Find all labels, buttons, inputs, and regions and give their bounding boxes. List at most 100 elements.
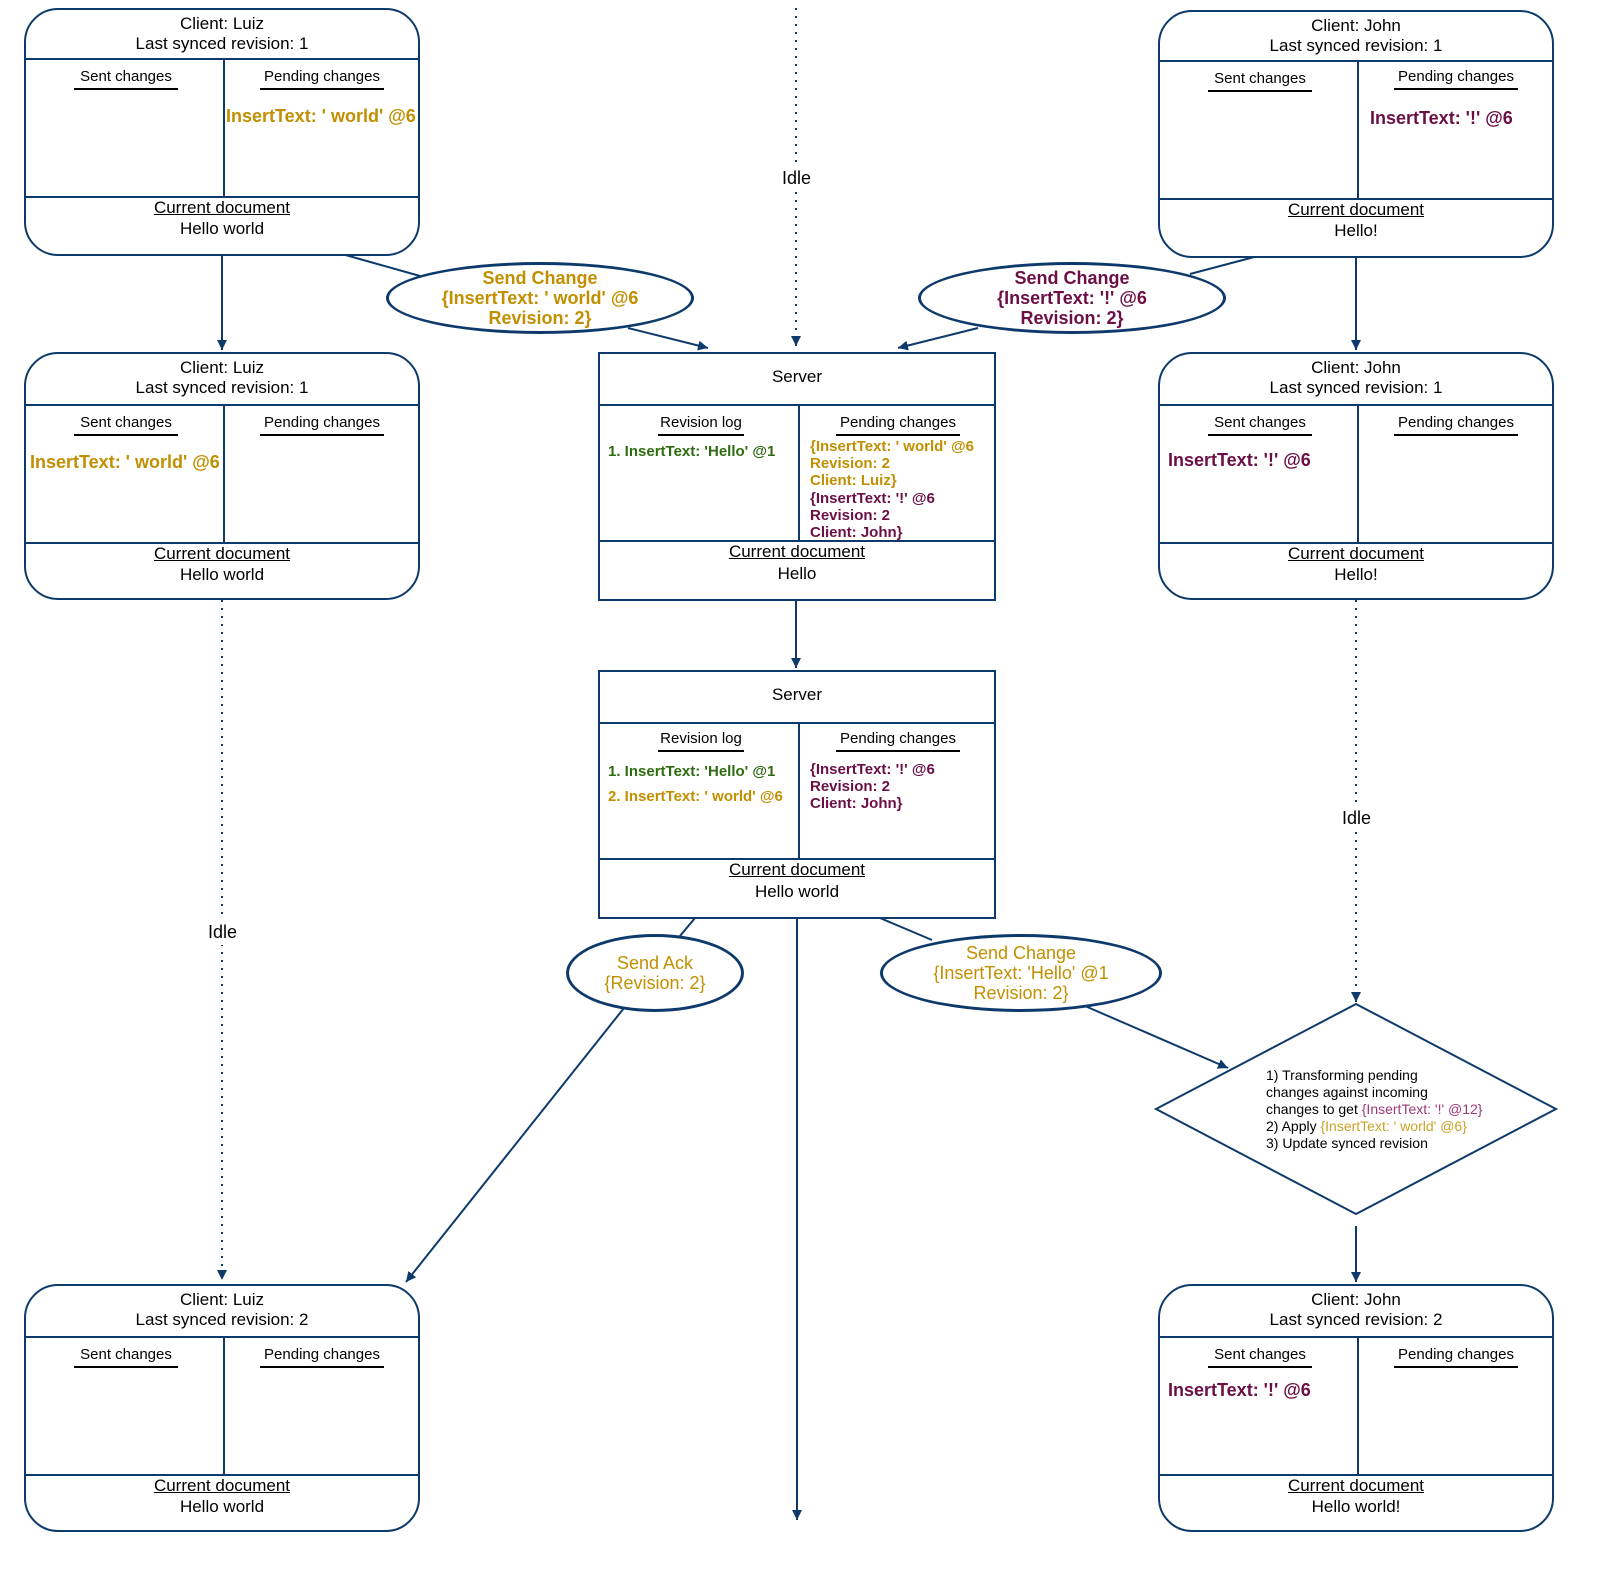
pending-changes-header: Pending changes [1394,414,1518,436]
pending-entry-john-change: {InsertText: '!' @6 [810,761,935,778]
john-state-2: Client: John Last synced revision: 1 Sen… [1158,352,1554,600]
message-title: Send Change [965,943,1077,963]
pending-changes-header: Pending changes [836,730,960,752]
edge-send-diamond [1084,1005,1229,1069]
edge-luiz1-send [341,253,421,277]
divider [223,58,225,196]
server-send-ack-message: Send Ack {Revision: 2} [566,934,744,1012]
divider [26,404,418,406]
luiz-state-3: Client: Luiz Last synced revision: 2 Sen… [24,1284,420,1532]
transform-step-2: 2) Apply {InsertText: ' world' @6} [1266,1118,1467,1134]
luiz-send-change-message: Send Change {InsertText: ' world' @6 Rev… [386,262,694,334]
message-title: Send Ack [616,953,694,973]
current-document-value: Hello world! [1311,1497,1401,1516]
edge-send-server1-luiz [627,327,709,351]
divider [600,404,994,406]
divider [1160,1474,1552,1476]
sent-change-entry: InsertText: '!' @6 [1168,1380,1311,1400]
divider [1160,1336,1552,1338]
divider [26,542,418,544]
current-document-label: Current document [1287,1476,1425,1495]
divider [26,196,418,198]
current-document-label: Current document [728,542,866,561]
transform-step-1-result: changes to get {InsertText: '!' @12} [1266,1101,1483,1117]
client-name: Client: Luiz [179,14,265,33]
pending-change-entry: InsertText: '!' @6 [1370,108,1513,128]
john-state-1: Client: John Last synced revision: 1 Sen… [1158,10,1554,258]
message-revision: Revision: 2} [973,983,1069,1003]
message-title: Send Change [482,268,598,288]
divider [223,404,225,542]
divider [1160,404,1552,406]
pending-changes-header: Pending changes [260,1346,384,1368]
synced-revision: Last synced revision: 1 [1269,36,1443,55]
current-document-label: Current document [153,198,291,217]
pending-change-entry: InsertText: ' world' @6 [226,106,416,126]
divider [600,540,994,542]
current-document-label: Current document [1287,200,1425,219]
idle-label-luiz: Idle [204,920,242,945]
pending-entry-luiz-revision: Revision: 2 [810,455,891,472]
sent-changes-header: Sent changes [74,68,178,90]
john-state-3: Client: John Last synced revision: 2 Sen… [1158,1284,1554,1532]
divider [1357,1336,1359,1474]
transform-steps: 1) Transforming pending changes against … [1266,1067,1482,1152]
sent-changes-header: Sent changes [1208,414,1312,436]
divider [798,722,800,858]
luiz-state-1: Client: Luiz Last synced revision: 1 Sen… [24,8,420,256]
current-document-value: Hello [777,564,817,583]
client-name: Client: Luiz [179,358,265,377]
message-change: {InsertText: '!' @6 [997,288,1147,308]
divider [600,858,994,860]
divider [223,1336,225,1474]
pending-entry-luiz-client: Client: Luiz} [810,472,897,489]
pending-changes-header: Pending changes [260,414,384,436]
pending-changes-header: Pending changes [836,414,960,436]
pending-entry-john-client: Client: John} [810,524,903,541]
server-state-1: Server Revision log Pending changes 1. I… [598,352,996,601]
current-document-label: Current document [153,544,291,563]
idle-label-server: Idle [778,166,816,191]
divider [1160,60,1552,62]
message-change: {InsertText: ' world' @6 [441,288,639,308]
client-name: Client: Luiz [179,1290,265,1309]
edge-john1-send [1189,255,1259,275]
pending-changes-header: Pending changes [260,68,384,90]
synced-revision: Last synced revision: 1 [1269,378,1443,397]
divider [26,58,418,60]
edge-server2-ack [679,917,696,937]
current-document-label: Current document [728,860,866,879]
sent-changes-header: Sent changes [74,1346,178,1368]
edge-server2-send [879,917,933,941]
pending-entry-john-client: Client: John} [810,795,903,812]
pending-entry-john-change: {InsertText: '!' @6 [810,490,935,507]
message-title: Send Change [1014,268,1130,288]
revision-log-header: Revision log [658,414,744,436]
message-change: {InsertText: 'Hello' @1 [933,963,1109,983]
transform-step-1: 1) Transforming pending [1266,1067,1418,1083]
revision-log-header: Revision log [658,730,744,752]
pending-entry-luiz-change: {InsertText: ' world' @6 [810,438,975,455]
synced-revision: Last synced revision: 1 [135,378,309,397]
divider [26,1336,418,1338]
luiz-state-2: Client: Luiz Last synced revision: 1 Sen… [24,352,420,600]
revision-log-entry: 1. InsertText: 'Hello' @1 [608,443,776,460]
sent-changes-header: Sent changes [1208,1346,1312,1368]
current-document-value: Hello world [754,882,840,901]
sent-change-entry: InsertText: ' world' @6 [30,452,220,472]
pending-changes-header: Pending changes [1394,1346,1518,1368]
divider [26,1474,418,1476]
sent-changes-header: Sent changes [1208,70,1312,92]
server-state-2: Server Revision log Pending changes 1. I… [598,670,996,919]
server-title: Server [771,685,823,704]
current-document-value: Hello world [179,565,265,584]
current-document-label: Current document [153,1476,291,1495]
sent-change-entry: InsertText: '!' @6 [1168,450,1311,470]
current-document-value: Hello world [179,219,265,238]
divider [600,722,994,724]
client-name: Client: John [1311,16,1401,35]
synced-revision: Last synced revision: 2 [135,1310,309,1329]
server-title: Server [771,367,823,386]
divider [1160,542,1552,544]
message-revision: {Revision: 2} [604,973,706,993]
